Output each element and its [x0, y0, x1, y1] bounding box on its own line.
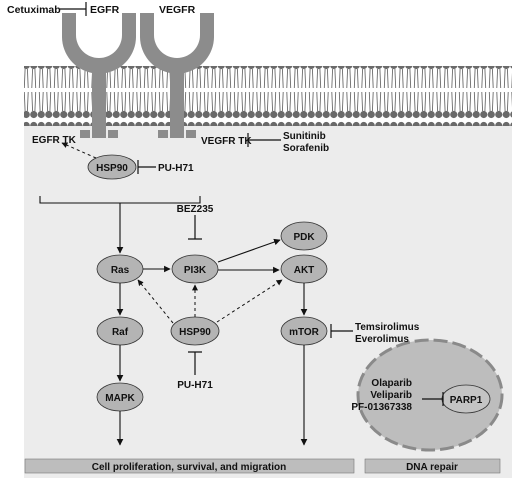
pu-h71-top-label: PU-H71 [158, 163, 194, 174]
hsp90-mid-label: HSP90 [179, 327, 211, 338]
vegfr-label: VEGFR [159, 4, 196, 16]
hsp90-top-node [87, 154, 137, 180]
pf-01367338-label: PF-01367338 [351, 402, 412, 413]
egfr-tk-label: EGFR TK [32, 135, 77, 146]
temsirolimus-label: Temsirolimus [355, 322, 420, 333]
dna-repair-label: DNA repair [406, 462, 458, 473]
proliferation-bar [24, 458, 355, 474]
olaparib-label: Olaparib [371, 378, 412, 389]
sorafenib-label: Sorafenib [283, 143, 329, 154]
nucleus [356, 338, 504, 452]
bez235-label: BEZ235 [177, 204, 214, 215]
parp1-label: PARP1 [450, 395, 483, 406]
akt-label: AKT [294, 265, 315, 276]
egfr-label: EGFR [90, 4, 120, 16]
pdk-label: PDK [293, 232, 315, 243]
hsp90-top-label: HSP90 [96, 163, 128, 174]
hsp90-chaperone-arrows [61, 142, 283, 324]
dna-repair-bar [364, 458, 501, 474]
activation-arrows [116, 203, 308, 446]
mapk-label: MAPK [105, 393, 135, 404]
ras-label: Ras [111, 265, 130, 276]
pi3k-node [171, 254, 219, 284]
pu-h71-bottom-label: PU-H71 [177, 380, 213, 391]
egfr-receptor [62, 13, 136, 138]
veliparib-label: Veliparib [370, 390, 412, 401]
sunitinib-label: Sunitinib [283, 131, 326, 142]
inhibition-lines [60, 2, 444, 406]
vegfr-tk-label: VEGFR TK [201, 136, 252, 147]
raf-label: Raf [112, 327, 129, 338]
cetuximab-label: Cetuximab [7, 4, 61, 16]
everolimus-label: Everolimus [355, 334, 409, 345]
pi3k-label: PI3K [184, 265, 207, 276]
proliferation-label: Cell proliferation, survival, and migrat… [92, 462, 286, 473]
vegfr-receptor [140, 13, 214, 138]
mtor-label: mTOR [289, 327, 320, 338]
pdk-node [280, 221, 328, 251]
